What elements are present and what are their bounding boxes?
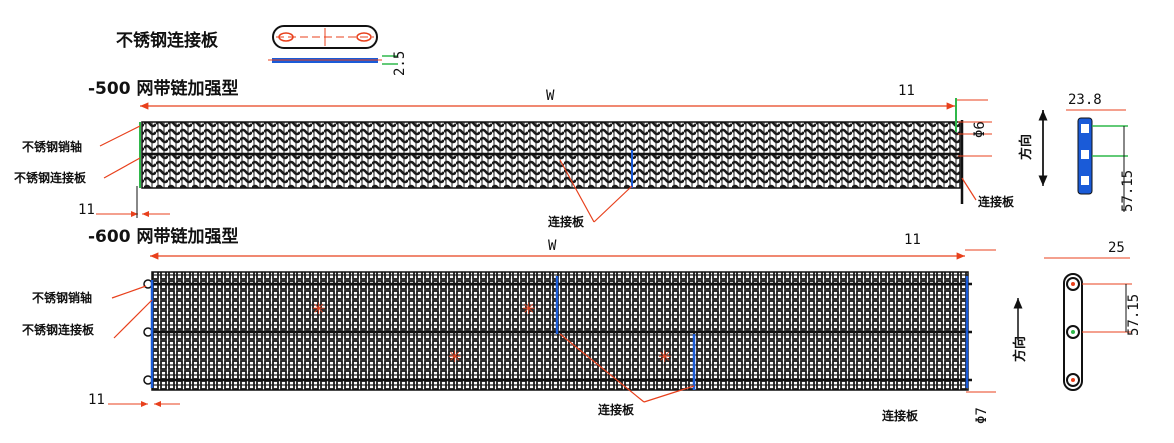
plate-hole-right bbox=[356, 32, 372, 42]
plate-sample-title: 不锈钢连接板 bbox=[116, 30, 219, 51]
belt500-plate-leader bbox=[103, 157, 141, 179]
belt500-section: -500 网带链加强型 W 11 Φ6 不锈钢销轴 不锈钢连接板 11 连接板 bbox=[14, 78, 1136, 229]
belt500-side-hole-1 bbox=[1081, 124, 1089, 133]
belt600-side-hole-1-center bbox=[1071, 282, 1075, 286]
belt600-side-hole-3-center bbox=[1071, 378, 1075, 382]
belt600-section: -600 网带链加强型 W 11 ✳ ✳ ✳ ✳ 不锈钢销轴 不锈钢连接板 11… bbox=[22, 226, 1142, 424]
belt500-plate-label: 不锈钢连接板 bbox=[14, 170, 87, 185]
belt600-pin-leader bbox=[111, 285, 147, 299]
belt600-mark-3: ✳ bbox=[448, 347, 461, 366]
belt500-end-dim: 11 bbox=[898, 83, 915, 99]
plate-sample: 不锈钢连接板 2.5 bbox=[116, 25, 408, 76]
belt500-pin-leader bbox=[99, 125, 141, 147]
belt500-width-dim: W bbox=[546, 88, 555, 104]
belt600-direction-label: 方向 bbox=[1012, 336, 1028, 362]
belt600-right-plate-label: 连接板 bbox=[882, 408, 919, 423]
belt500-side-hole-3 bbox=[1081, 176, 1089, 185]
belt500-joint-leader-1 bbox=[559, 159, 595, 223]
plate-thickness-dim: 2.5 bbox=[392, 51, 408, 76]
belt500-joint-label: 连接板 bbox=[548, 214, 585, 229]
belt500-pin-label: 不锈钢销轴 bbox=[22, 139, 82, 154]
belt600-pin-dia: Φ7 bbox=[974, 407, 990, 424]
belt600-plate-leader bbox=[113, 299, 153, 339]
belt600-title: -600 网带链加强型 bbox=[88, 226, 238, 247]
belt500-side-hole-2 bbox=[1081, 150, 1089, 159]
belt600-mark-1: ✳ bbox=[312, 299, 325, 318]
belt500-side-top-dim: 23.8 bbox=[1068, 92, 1102, 108]
belt500-title: -500 网带链加强型 bbox=[88, 78, 238, 99]
belt600-end-dim: 11 bbox=[904, 232, 921, 248]
belt600-joint-leader-2 bbox=[643, 385, 695, 403]
belt500-side-pitch: 57.15 bbox=[1120, 170, 1136, 212]
belt500-direction-label: 方向 bbox=[1018, 134, 1034, 160]
belt500-joint-leader-2 bbox=[593, 185, 633, 223]
belt500-right-plate-label: 连接板 bbox=[978, 194, 1015, 209]
belt500-pin-dia: Φ6 bbox=[972, 121, 988, 138]
belt600-joint-label: 连接板 bbox=[598, 402, 635, 417]
belt600-pin-label: 不锈钢销轴 bbox=[32, 290, 92, 305]
belt600-joint-leader-1 bbox=[559, 333, 645, 403]
belt600-mark-4: ✳ bbox=[658, 347, 671, 366]
belt500-left-dim: 11 bbox=[78, 202, 95, 218]
belt600-width-dim: W bbox=[548, 238, 557, 254]
belt500-right-plate-leader bbox=[961, 177, 977, 201]
belt600-mark-2: ✳ bbox=[522, 299, 535, 318]
belt600-plate-label: 不锈钢连接板 bbox=[22, 322, 95, 337]
belt600-side-hole-2-center bbox=[1071, 330, 1075, 334]
belt600-side-top-dim: 25 bbox=[1108, 240, 1125, 256]
belt600-side-pitch: 57.15 bbox=[1126, 294, 1142, 336]
belt600-left-dim: 11 bbox=[88, 392, 105, 408]
